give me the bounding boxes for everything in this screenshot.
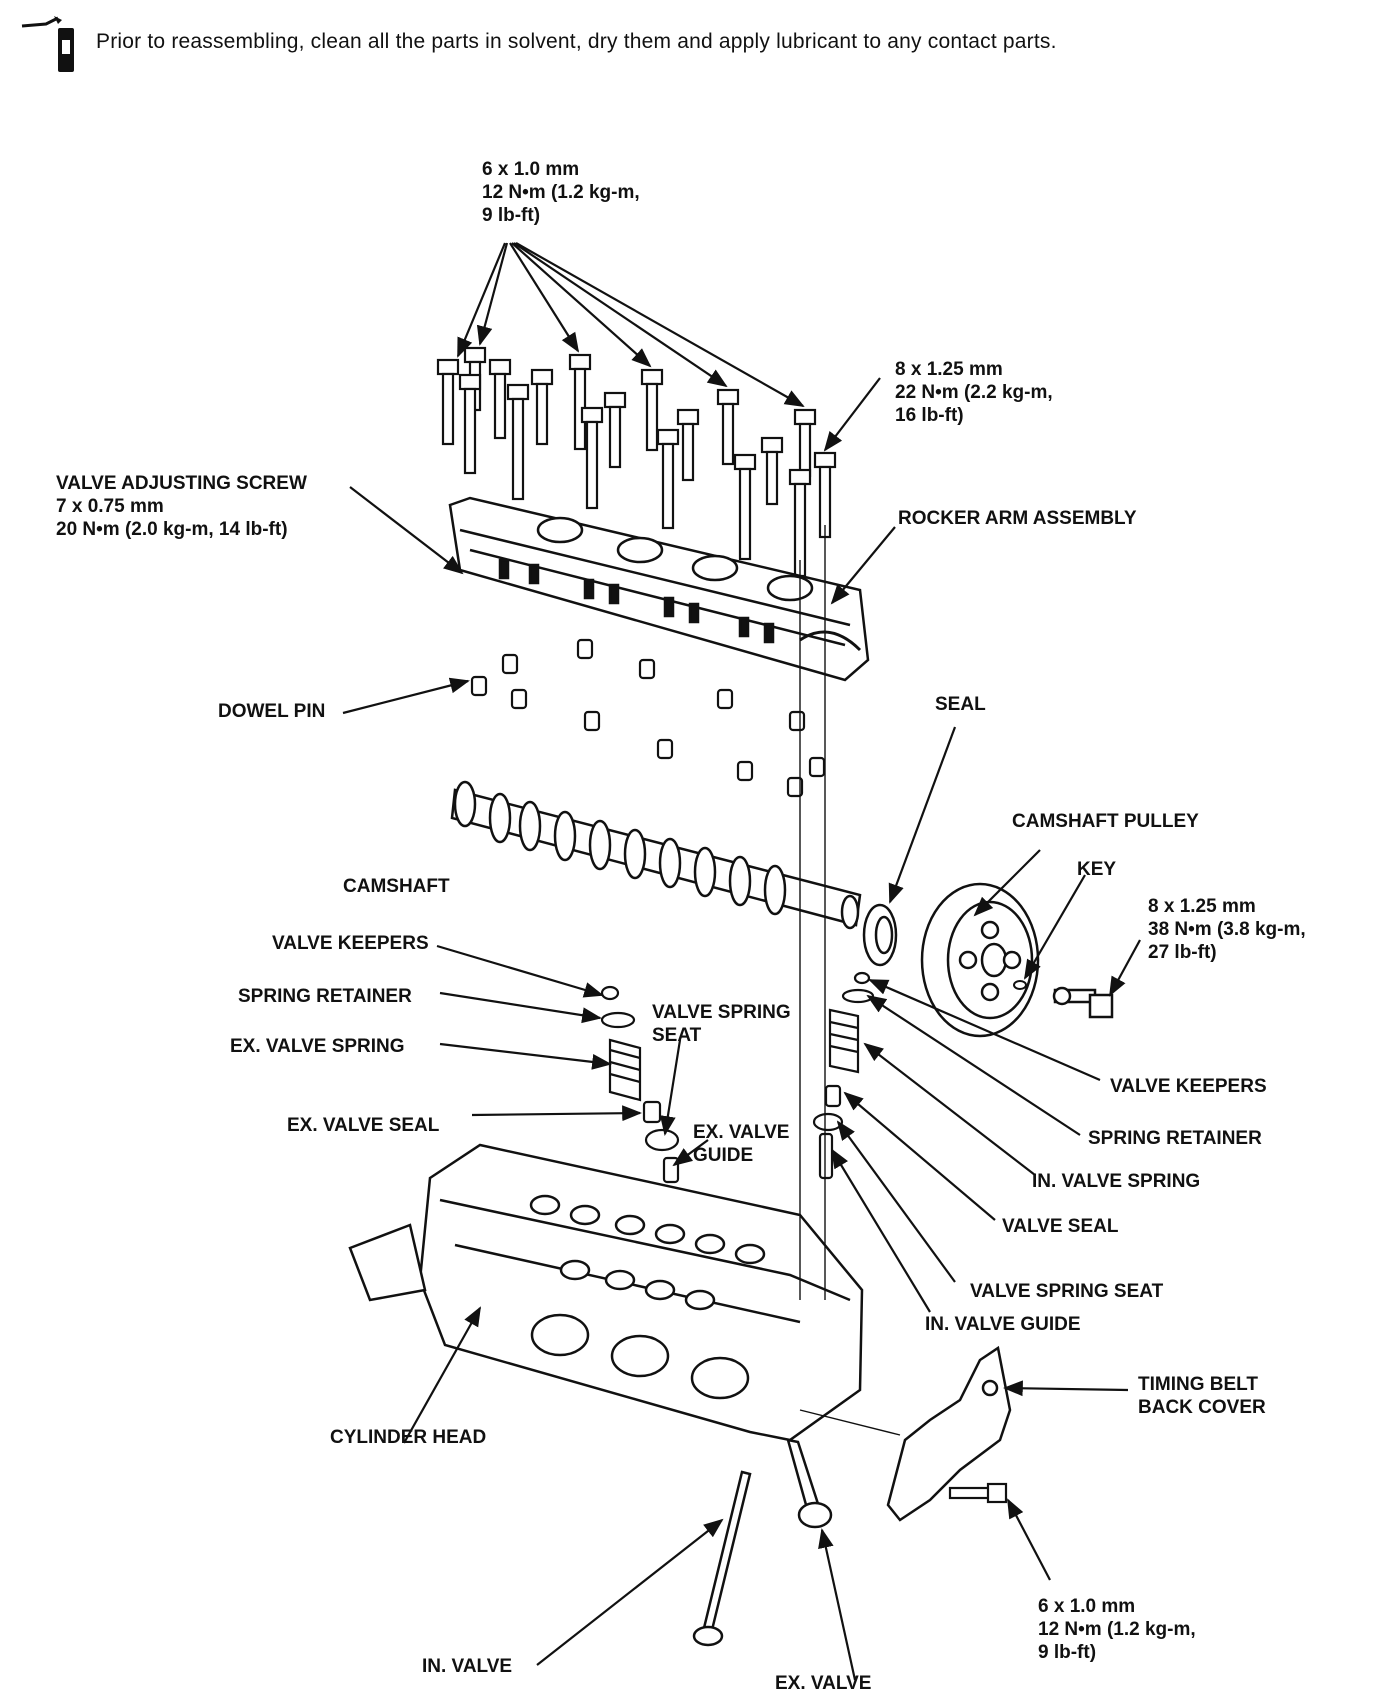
label-seal: SEAL — [935, 694, 986, 715]
label-dowel-pin: DOWEL PIN — [218, 701, 326, 722]
timing-belt-back-cover-art — [886, 1345, 1012, 1522]
wrench-tool-icon — [21, 16, 74, 72]
label-cylinder-head: CYLINDER HEAD — [330, 1427, 487, 1448]
cylinder-head-bolts — [436, 346, 837, 578]
reassembly-note: Prior to reassembling, clean all the par… — [96, 30, 1057, 53]
label-valve-keepers-right: VALVE KEEPERS — [1110, 1076, 1267, 1097]
label-valve-keepers-left: VALVE KEEPERS — [272, 933, 429, 954]
leader-arrows — [342, 242, 1141, 1681]
label-spring-retainer-right: SPRING RETAINER — [1088, 1128, 1262, 1149]
key-art — [1013, 980, 1027, 990]
label-camshaft-pulley: CAMSHAFT PULLEY — [1012, 811, 1199, 832]
alignment-lines — [799, 525, 901, 1436]
dowel-pins — [470, 638, 826, 798]
cylinder-head-art — [348, 1143, 864, 1442]
label-ex-valve-spring: EX. VALVE SPRING — [230, 1036, 405, 1057]
label-ex-valve-seal: EX. VALVE SEAL — [287, 1115, 440, 1136]
pulley-bolt-art — [1052, 986, 1114, 1019]
exhaust-valve-parts-art — [600, 985, 680, 1184]
valves-art — [692, 1438, 833, 1647]
label-in-valve: IN. VALVE — [422, 1656, 513, 1677]
label-camshaft: CAMSHAFT — [343, 876, 450, 897]
label-valve-seal: VALVE SEAL — [1002, 1216, 1119, 1237]
label-spring-retainer-left: SPRING RETAINER — [238, 986, 412, 1007]
cover-bolt-art — [948, 1482, 1008, 1504]
camshaft-pulley-art — [920, 882, 1040, 1038]
label-key: KEY — [1077, 859, 1117, 880]
intake-valve-parts-art — [812, 971, 875, 1180]
label-rocker-arm-assembly: ROCKER ARM ASSEMBLY — [898, 508, 1137, 529]
seal-art — [862, 903, 898, 967]
camshaft-art — [450, 780, 862, 930]
label-in-valve-guide: IN. VALVE GUIDE — [925, 1314, 1081, 1335]
label-valve-spring-seat-right: VALVE SPRING SEAT — [970, 1281, 1164, 1302]
label-in-valve-spring: IN. VALVE SPRING — [1032, 1171, 1201, 1192]
label-ex-valve: EX. VALVE — [775, 1673, 872, 1694]
rocker-arm-assembly-art — [448, 496, 870, 682]
